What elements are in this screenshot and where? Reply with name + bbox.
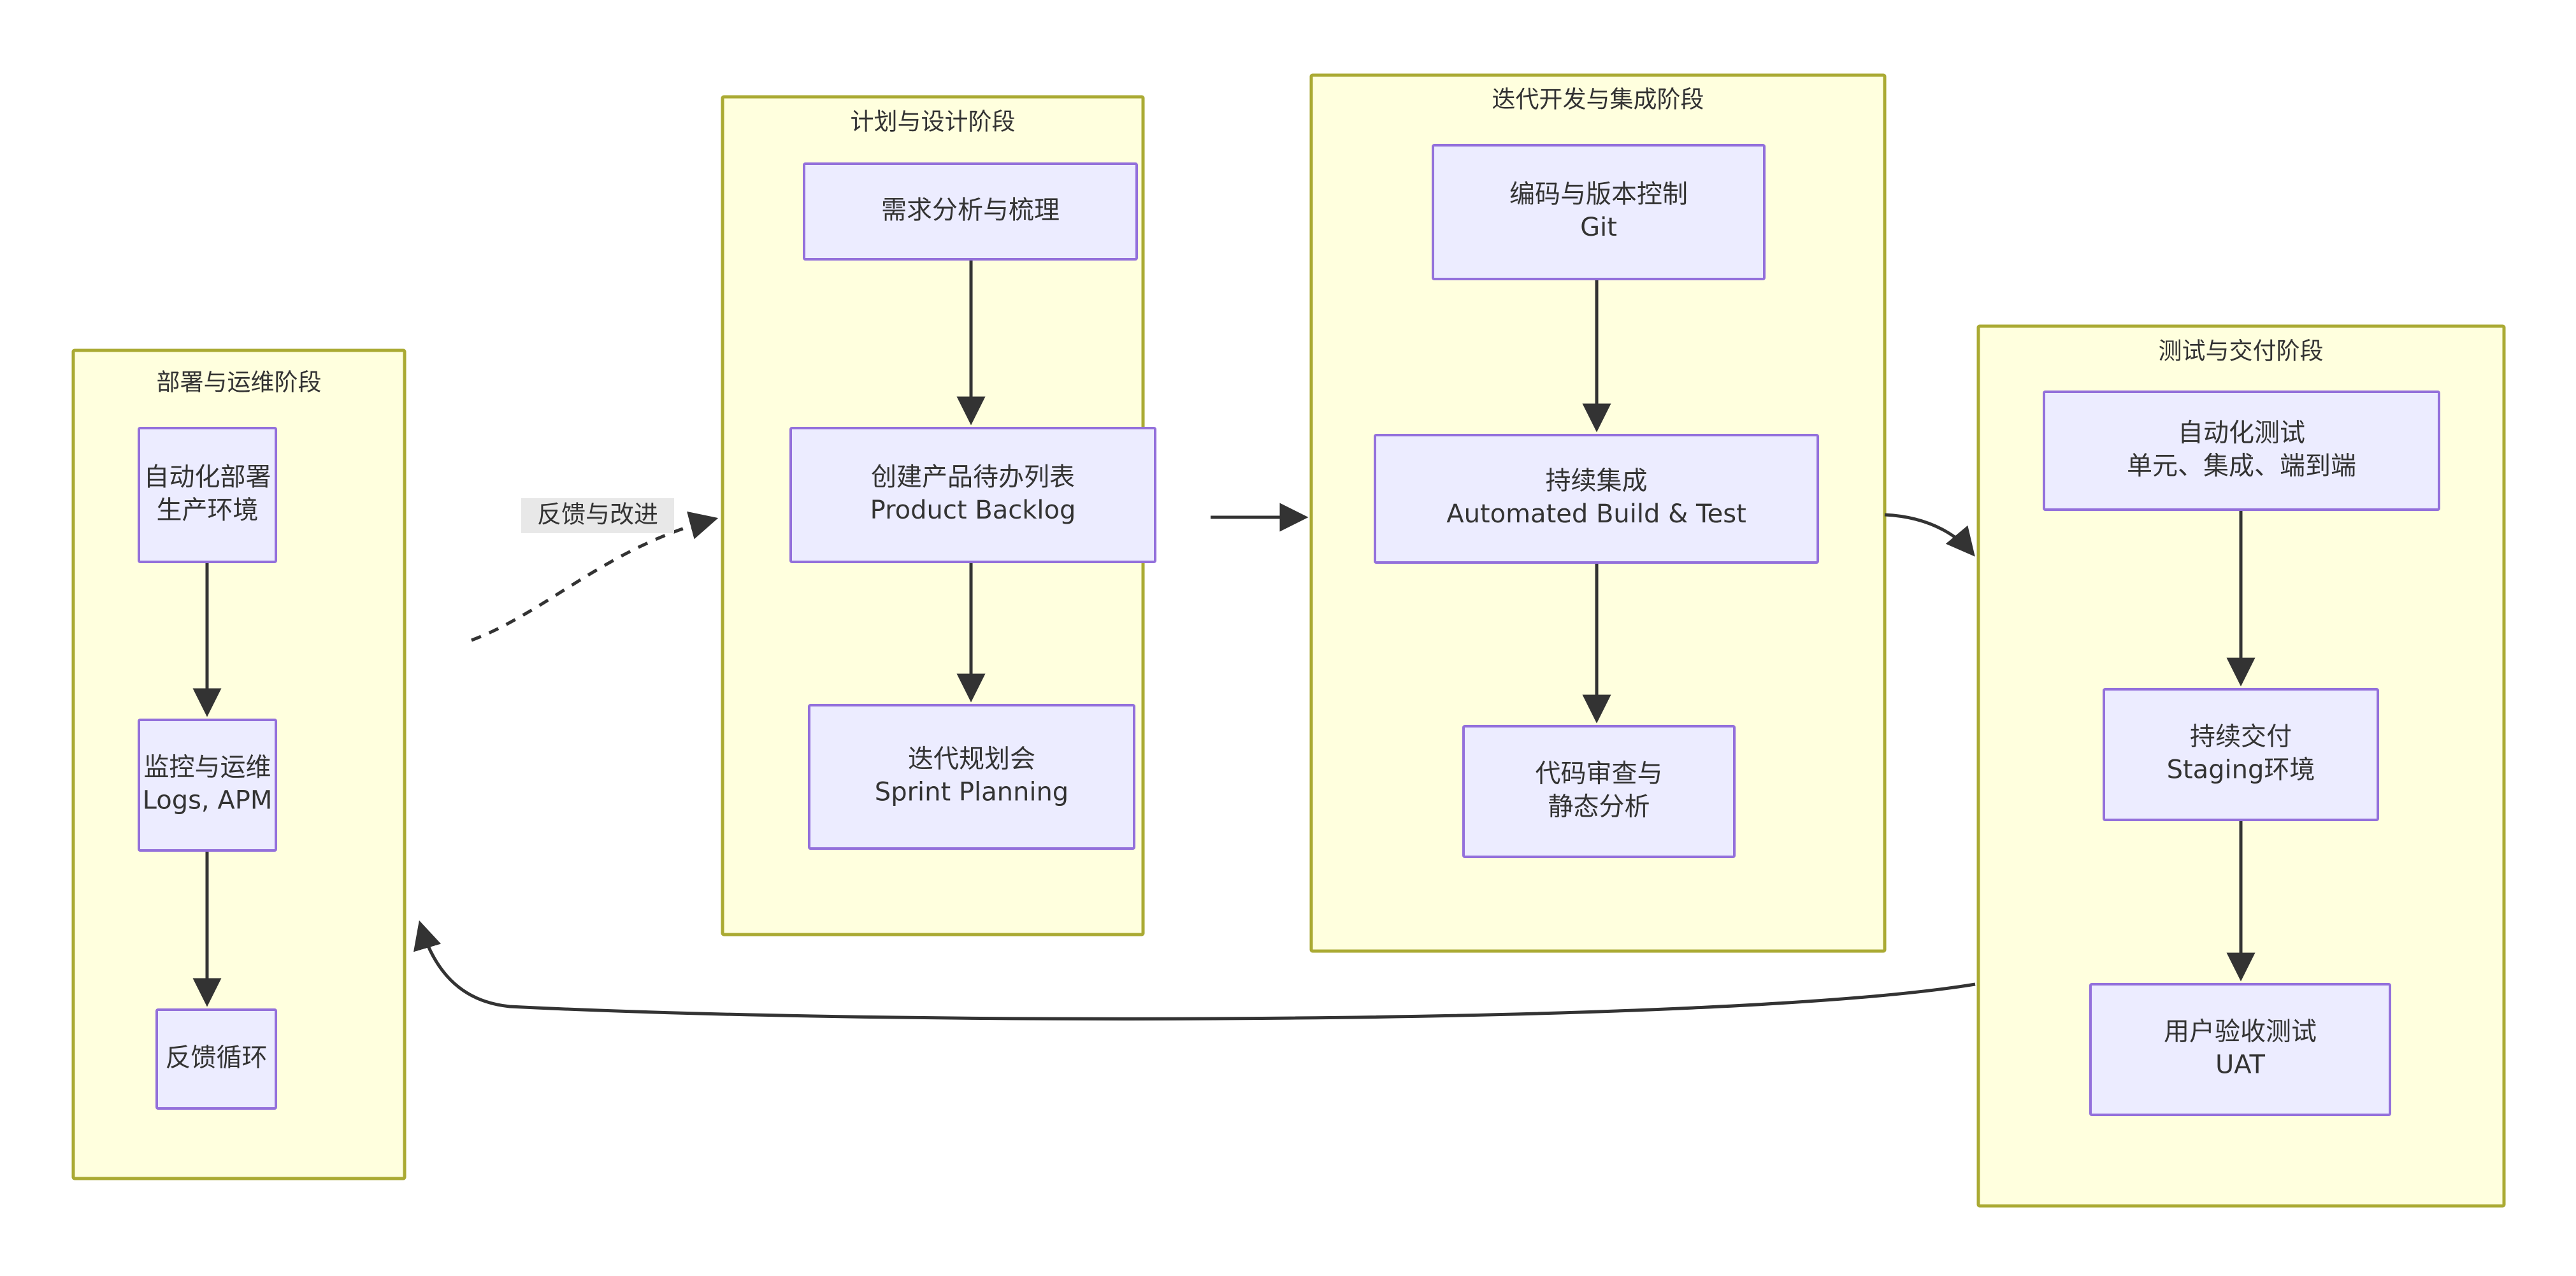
node-automated-test-rect[interactable] — [2043, 391, 2440, 511]
node-coding-vcs[interactable]: 编码与版本控制 Git — [1432, 144, 1766, 280]
node-product-backlog[interactable]: 创建产品待办列表 Product Backlog — [789, 427, 1156, 563]
node-product-backlog-rect[interactable] — [789, 427, 1156, 563]
node-sprint-planning-label-line-0: 迭代规划会 — [908, 745, 1035, 774]
node-continuous-delivery-label-line-1: Staging环境 — [2167, 756, 2315, 785]
node-sprint-planning-rect[interactable] — [808, 704, 1135, 850]
edge-label-feedback-bg — [521, 498, 674, 533]
node-auto-deploy-rect[interactable] — [138, 427, 277, 563]
edge-label-group: 反馈与改进 — [521, 498, 674, 533]
node-coding-vcs-label-line-1: Git — [1580, 213, 1617, 242]
node-feedback-loop[interactable]: 反馈循环 — [155, 1008, 277, 1110]
node-coding-vcs-label-line-0: 编码与版本控制 — [1509, 180, 1688, 209]
node-code-review-label-line-0: 代码审查与 — [1536, 759, 1663, 789]
cluster-deploy-ops-title: 部署与运维阶段 — [157, 369, 322, 396]
edge-label-feedback-text: 反馈与改进 — [537, 501, 658, 529]
node-continuous-integration-label-line-0: 持续集成 — [1546, 466, 1648, 496]
node-continuous-integration-rect[interactable] — [1374, 434, 1819, 564]
node-automated-test-label-line-0: 自动化测试 — [2178, 419, 2305, 448]
node-continuous-delivery[interactable]: 持续交付 Staging环境 — [2103, 688, 2379, 821]
node-requirements-label-line-0: 需求分析与梳理 — [881, 196, 1060, 225]
edge-feedback-to-backlog — [471, 511, 719, 642]
node-continuous-delivery-rect[interactable] — [2103, 688, 2379, 821]
node-uat-label-line-1: UAT — [2215, 1050, 2266, 1080]
node-monitoring[interactable]: 监控与运维 Logs, APM — [138, 719, 277, 852]
node-product-backlog-label-line-1: Product Backlog — [870, 496, 1076, 525]
cluster-test-deliver-title: 测试与交付阶段 — [2159, 338, 2324, 365]
node-auto-deploy-label-line-0: 自动化部署 — [144, 462, 271, 492]
node-automated-test-label-line-1: 单元、集成、端到端 — [2127, 452, 2356, 481]
node-requirements-rect[interactable] — [803, 162, 1138, 261]
node-requirements[interactable]: 需求分析与梳理 — [803, 162, 1138, 261]
node-sprint-planning-label-line-1: Sprint Planning — [875, 778, 1069, 807]
node-monitoring-rect[interactable] — [138, 719, 277, 852]
node-feedback-loop-rect[interactable] — [155, 1008, 277, 1110]
edge-group — [192, 259, 2256, 1021]
node-continuous-delivery-label-line-0: 持续交付 — [2190, 722, 2292, 752]
node-code-review-label-line-1: 静态分析 — [1548, 792, 1650, 822]
node-sprint-planning[interactable]: 迭代规划会 Sprint Planning — [808, 704, 1135, 850]
node-uat-rect[interactable] — [2089, 983, 2391, 1116]
node-monitoring-label-line-0: 监控与运维 — [144, 753, 271, 782]
cluster-plan-design-title: 计划与设计阶段 — [851, 108, 1016, 136]
edge-label-feedback: 反馈与改进 — [521, 498, 674, 533]
node-auto-deploy-label-line-1: 生产环境 — [157, 496, 259, 525]
node-uat-label-line-0: 用户验收测试 — [2164, 1017, 2317, 1047]
node-feedback-loop-label-line-0: 反馈循环 — [166, 1043, 268, 1073]
node-product-backlog-label-line-0: 创建产品待办列表 — [871, 462, 1075, 492]
node-continuous-integration-label-line-1: Automated Build & Test — [1446, 499, 1746, 529]
edge-iterate-to-test — [1884, 513, 1975, 557]
edge-test-back-to-deploy — [414, 920, 1976, 1021]
node-coding-vcs-rect[interactable] — [1432, 144, 1766, 280]
node-monitoring-label-line-1: Logs, APM — [143, 786, 273, 815]
node-code-review-rect[interactable] — [1462, 725, 1736, 858]
cluster-iterate-integrate-title: 迭代开发与集成阶段 — [1492, 86, 1704, 113]
